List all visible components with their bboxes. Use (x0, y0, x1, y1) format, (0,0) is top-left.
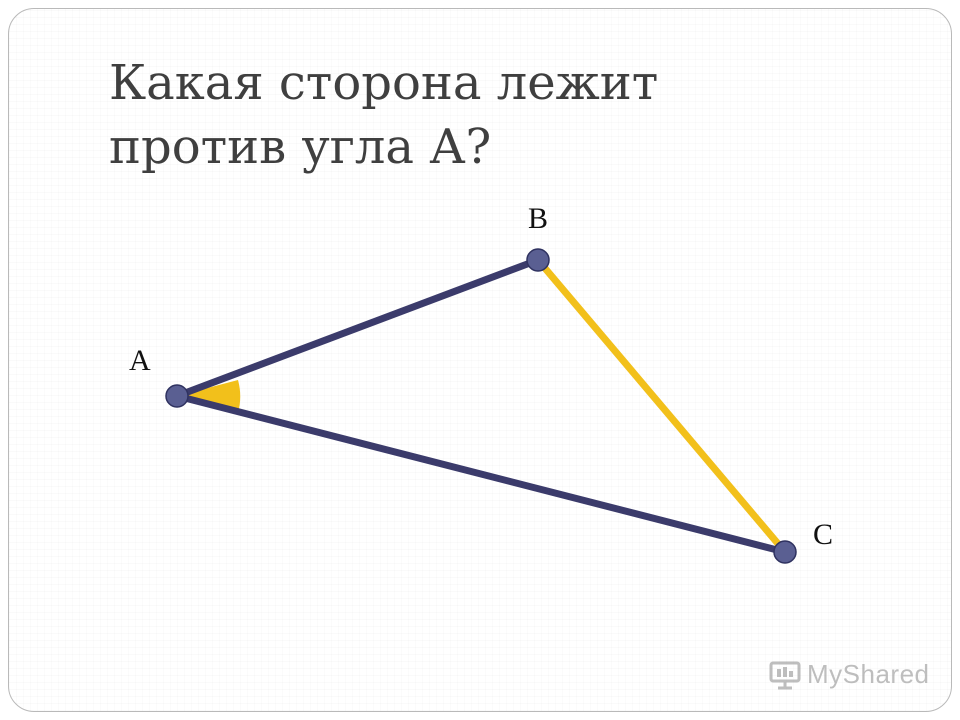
vertex-b-label: В (528, 202, 548, 235)
watermark: MyShared (769, 659, 930, 690)
side-ac (173, 392, 789, 556)
triangle-diagram: А В С (129, 202, 833, 564)
watermark-text: MyShared (807, 659, 930, 689)
vertex-a-label: А (129, 344, 151, 377)
vertex-c-label: С (813, 518, 833, 551)
side-bc (534, 256, 789, 556)
side-ab (173, 256, 542, 400)
slide: Какая сторона лежит против угла А? А В С… (8, 8, 952, 712)
vertex-b (526, 248, 550, 272)
vertex-a (165, 384, 189, 408)
slide-title: Какая сторона лежит против угла А? (109, 55, 659, 175)
vertex-c (773, 540, 797, 564)
presentation-board-icon (769, 661, 801, 689)
